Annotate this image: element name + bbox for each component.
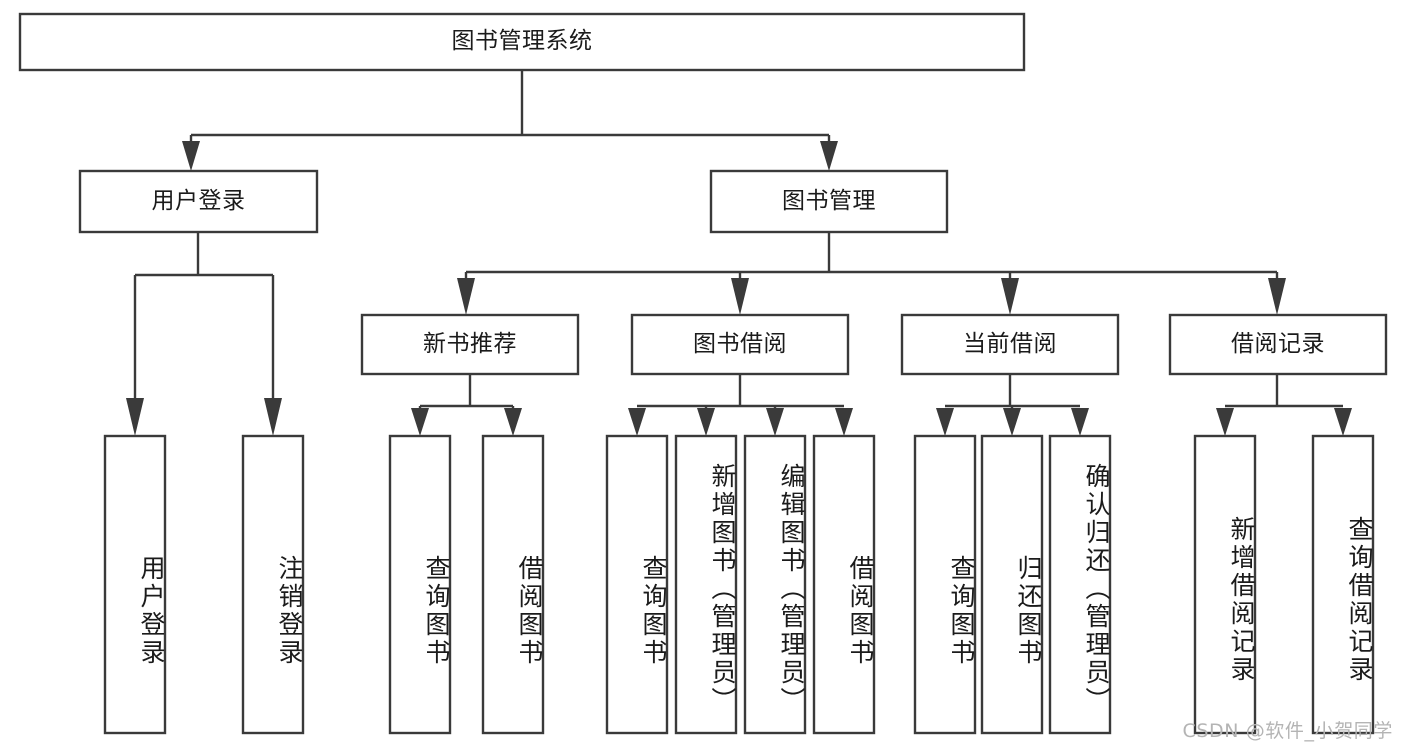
leaf-borrow-book-nb[interactable]	[481, 434, 545, 735]
leaf-logout[interactable]	[241, 434, 305, 735]
arrowhead-book-borrow	[731, 278, 749, 315]
leaf-edit-book-admin[interactable]	[743, 434, 807, 735]
node-book-management[interactable]	[709, 169, 949, 234]
node-current-borrow[interactable]	[900, 313, 1120, 376]
leaf-add-book-admin[interactable]	[674, 434, 738, 735]
leaf-query-borrow-record[interactable]	[1311, 434, 1375, 735]
arrowhead-cb-leaf3	[1071, 408, 1089, 436]
arrowhead-bb-leaf1	[628, 408, 646, 436]
leaf-query-book-cb[interactable]	[913, 434, 977, 735]
leaf-borrow-book-bb[interactable]	[812, 434, 876, 735]
node-root-book-management-system[interactable]	[18, 12, 1026, 72]
arrowhead-cb-leaf2	[1003, 408, 1021, 436]
node-user-login[interactable]	[78, 169, 319, 234]
arrowhead-new-book	[457, 278, 475, 315]
leaf-query-book-nb[interactable]	[388, 434, 452, 735]
arrowhead-nb-leaf1	[411, 408, 429, 436]
arrowhead-bb-leaf3	[766, 408, 784, 436]
leaf-confirm-return-admin[interactable]	[1048, 434, 1112, 735]
leaf-user-login[interactable]	[103, 434, 167, 735]
arrowhead-br-leaf1	[1216, 408, 1234, 436]
node-borrow-record[interactable]	[1168, 313, 1388, 376]
arrowhead-nb-leaf2	[504, 408, 522, 436]
arrowhead-bb-leaf2	[697, 408, 715, 436]
arrowhead-cb-leaf1	[936, 408, 954, 436]
arrowhead-br-leaf2	[1334, 408, 1352, 436]
leaf-query-book-bb[interactable]	[605, 434, 669, 735]
leaf-return-book[interactable]	[980, 434, 1044, 735]
arrowhead-leaf-user-login	[126, 398, 144, 436]
arrowhead-leaf-logout	[264, 398, 282, 436]
arrowhead-current-borrow	[1001, 278, 1019, 315]
leaf-add-borrow-record[interactable]	[1193, 434, 1257, 735]
arrowhead-book-manage	[820, 141, 838, 171]
arrowhead-user-login	[182, 141, 200, 171]
arrowhead-borrow-record	[1268, 278, 1286, 315]
arrowhead-bb-leaf4	[835, 408, 853, 436]
node-new-book-recommend[interactable]	[360, 313, 580, 376]
node-book-borrow[interactable]	[630, 313, 850, 376]
